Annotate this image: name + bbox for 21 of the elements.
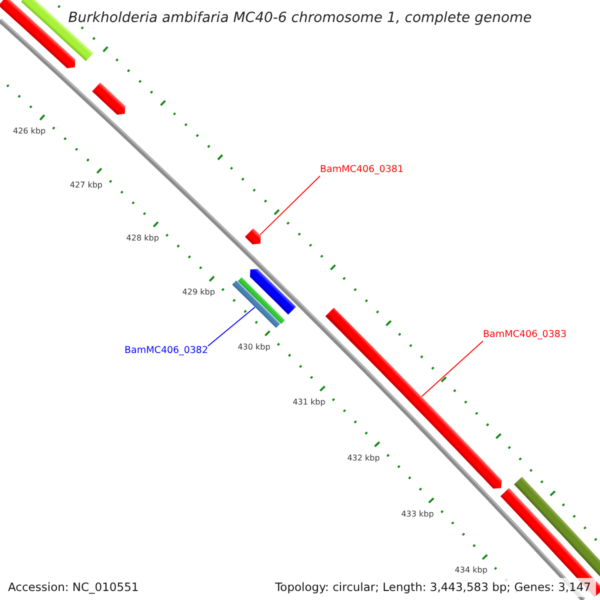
- gene-bar: [238, 277, 286, 324]
- scale-label: 428 kbp: [126, 234, 159, 243]
- scale-label: 426 kbp: [13, 126, 46, 136]
- gene-feature: [244, 228, 261, 244]
- scale-label: 429 kbp: [182, 288, 215, 297]
- gene-label: BamMC406_0381: [320, 165, 404, 176]
- scale-label: 432 kbp: [347, 452, 380, 462]
- gene-label: BamMC406_0383: [483, 330, 566, 341]
- title: Burkholderia ambifaria MC40-6 chromosome 1, complete genome: [68, 10, 532, 26]
- gene-bar: [232, 280, 280, 328]
- scale-label: 430 kbp: [238, 342, 270, 352]
- gene-feature: [250, 269, 296, 315]
- scale-label: 434 kbp: [454, 565, 488, 575]
- scale-label: 433 kbp: [401, 508, 434, 518]
- leader-line: [421, 340, 484, 397]
- scale-label: 427 kbp: [70, 180, 102, 190]
- leader-line: [208, 306, 256, 346]
- gene-label: BamMC406_0382: [124, 346, 208, 357]
- gene-feature: [92, 82, 126, 115]
- leader-line: [260, 176, 320, 236]
- gene-bar: [514, 476, 600, 576]
